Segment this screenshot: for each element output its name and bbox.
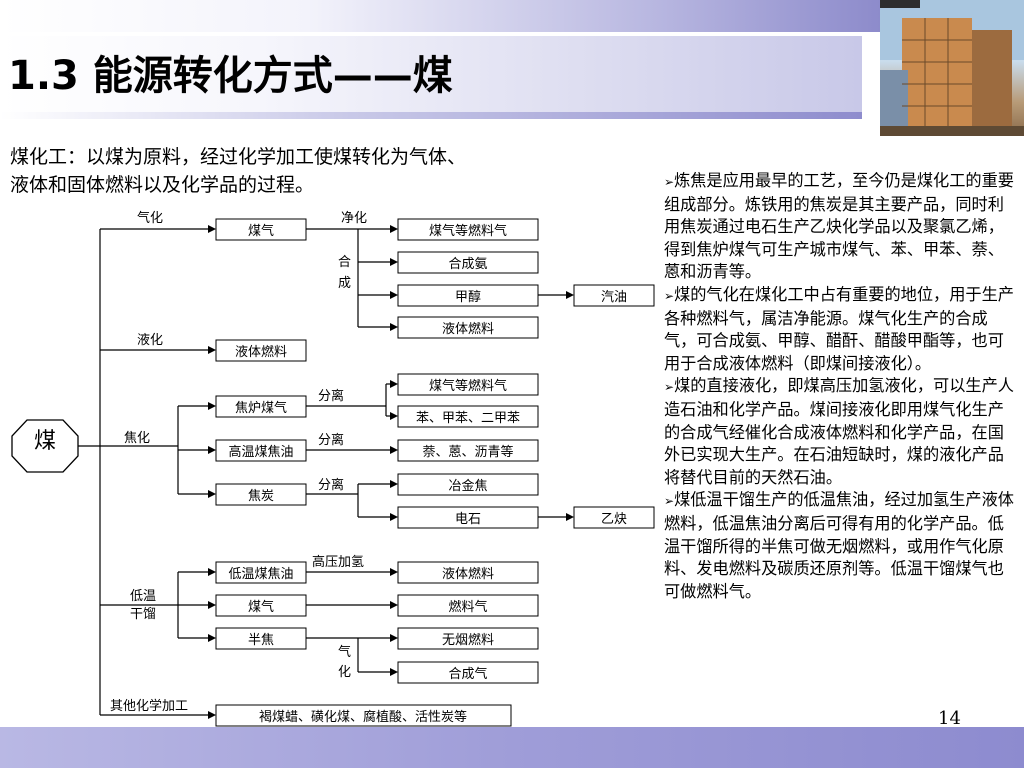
side-paragraph-4: ➢煤低温干馏生产的低温焦油，经过加氢生产液体燃料，低温焦油分离后可得有用的化学产… — [664, 490, 1014, 601]
box-coke: 焦炭 — [248, 489, 274, 504]
intro-line-2: 液体和固体燃料以及化学品的过程。 — [10, 174, 315, 196]
coal-conversion-diagram: 煤 气化 液化 焦化 低温 干馏 其他化学加工 煤气 液体燃料 焦炉煤气 — [11, 210, 655, 727]
title-band — [0, 36, 862, 112]
branch-liquefy-label: 液化 — [137, 333, 163, 348]
step-gasify2-1: 气 — [338, 644, 351, 660]
intro-text: 煤化工：以煤为原料，经过化学加工使煤转化为气体、 液体和固体燃料以及化学品的过程… — [10, 143, 640, 199]
side-explanation: ➢炼焦是应用最早的工艺，至今仍是煤化工的重要组成部分。炼铁用的焦炭是其主要产品，… — [664, 170, 1016, 603]
branch-other-label: 其他化学加工 — [110, 698, 188, 714]
box-smokeless: 无烟燃料 — [442, 632, 494, 648]
box-coal-gas-2: 煤气 — [248, 599, 274, 615]
box-lt-tar: 低温煤焦油 — [228, 567, 293, 582]
arrow-bullet-icon: ➢ — [664, 494, 675, 509]
branch-lowtemp-label-2: 干馏 — [130, 607, 156, 622]
side-paragraph-3: ➢煤的直接液化，即煤高压加氢液化，可以生产人造石油和化学产品。煤间接液化即用煤气… — [664, 376, 1014, 487]
arrow-bullet-icon: ➢ — [664, 175, 675, 189]
step-gasify2-2: 化 — [338, 665, 351, 680]
arrow-bullet-icon: ➢ — [664, 380, 675, 395]
step-synth-1: 合 — [338, 255, 351, 270]
intro-line-1: 煤化工：以煤为原料，经过化学加工使煤转化为气体、 — [10, 146, 467, 168]
coal-root-octagon — [11, 419, 79, 473]
box-acetylene: 乙炔 — [601, 512, 627, 527]
box-fuel-gas: 燃料气 — [448, 599, 487, 615]
box-coal-gas: 煤气 — [248, 223, 274, 239]
building-photo — [880, 0, 1024, 136]
box-methanol: 甲醇 — [455, 289, 481, 305]
title-rule — [0, 112, 862, 119]
branch-lowtemp-label-1: 低温 — [130, 589, 156, 604]
box-gasoline: 汽油 — [601, 290, 627, 305]
box-gas-fuel-2: 煤气等燃料气 — [429, 378, 507, 394]
top-decor-bar — [0, 0, 880, 32]
box-naphthalene: 萘、蒽、沥青等 — [422, 444, 513, 460]
branch-gasify-label: 气化 — [137, 210, 163, 226]
step-synth-2: 成 — [338, 276, 351, 291]
step-sep-1: 分离 — [318, 388, 344, 404]
coal-root-label: 煤 — [34, 429, 56, 454]
step-sep-2: 分离 — [318, 432, 344, 448]
box-met-coke: 冶金焦 — [448, 478, 487, 494]
box-gas-fuel: 煤气等燃料气 — [429, 223, 507, 239]
box-semi-coke: 半焦 — [248, 633, 274, 648]
step-purify: 净化 — [341, 211, 367, 226]
box-coke-gas: 焦炉煤气 — [235, 400, 287, 416]
box-ht-tar: 高温煤焦油 — [228, 444, 293, 460]
box-benzene: 苯、甲苯、二甲苯 — [416, 411, 520, 426]
box-syngas: 合成气 — [448, 666, 487, 682]
box-liquid-fuel-1: 液体燃料 — [235, 344, 287, 360]
box-other-products: 褐煤蜡、磺化煤、腐植酸、活性炭等 — [259, 709, 467, 725]
page-number: 14 — [938, 708, 961, 729]
step-hydro: 高压加氢 — [312, 554, 364, 570]
box-ammonia: 合成氨 — [448, 257, 487, 272]
side-paragraph-1: ➢炼焦是应用最早的工艺，至今仍是煤化工的重要组成部分。炼铁用的焦炭是其主要产品，… — [664, 171, 1014, 282]
side-paragraph-2: ➢煤的气化在煤化工中占有重要的地位，用于生产各种燃料气，属洁净能源。煤气化生产的… — [664, 284, 1014, 373]
page-title: 1.3 能源转化方式——煤 — [8, 53, 453, 99]
box-liquid-fuel-2: 液体燃料 — [442, 321, 494, 337]
arrow-bullet-icon: ➢ — [664, 288, 675, 303]
bottom-decor-bar — [0, 727, 1024, 768]
branch-coking-label: 焦化 — [124, 431, 150, 446]
box-liquid-fuel-3: 液体燃料 — [442, 566, 494, 582]
box-carbide: 电石 — [455, 512, 481, 527]
step-sep-3: 分离 — [318, 477, 344, 493]
